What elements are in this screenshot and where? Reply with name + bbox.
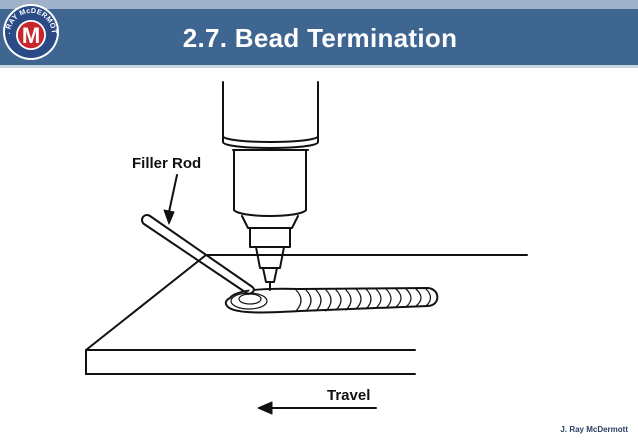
- bead-termination-illustration: [85, 81, 528, 415]
- company-logo: J. RAY McDERMOTT M: [2, 3, 59, 60]
- filler-rod: [141, 214, 255, 295]
- travel-label: Travel: [327, 387, 371, 404]
- filler-rod-label: Filler Rod: [132, 155, 202, 172]
- header-underline: [0, 65, 638, 68]
- logo-letter: M: [22, 23, 40, 48]
- weld-bead: [224, 287, 439, 314]
- filler-rod-callout-arrow: [163, 174, 178, 225]
- header-bar: [0, 9, 638, 65]
- welding-torch: [222, 81, 319, 291]
- slide-title: 2.7. Bead Termination: [182, 23, 458, 53]
- footer-brand: J. Ray McDermott: [560, 425, 628, 434]
- workpiece-plate: [85, 254, 528, 375]
- header-top-strip: [0, 0, 638, 9]
- travel-direction-arrow: [257, 401, 377, 415]
